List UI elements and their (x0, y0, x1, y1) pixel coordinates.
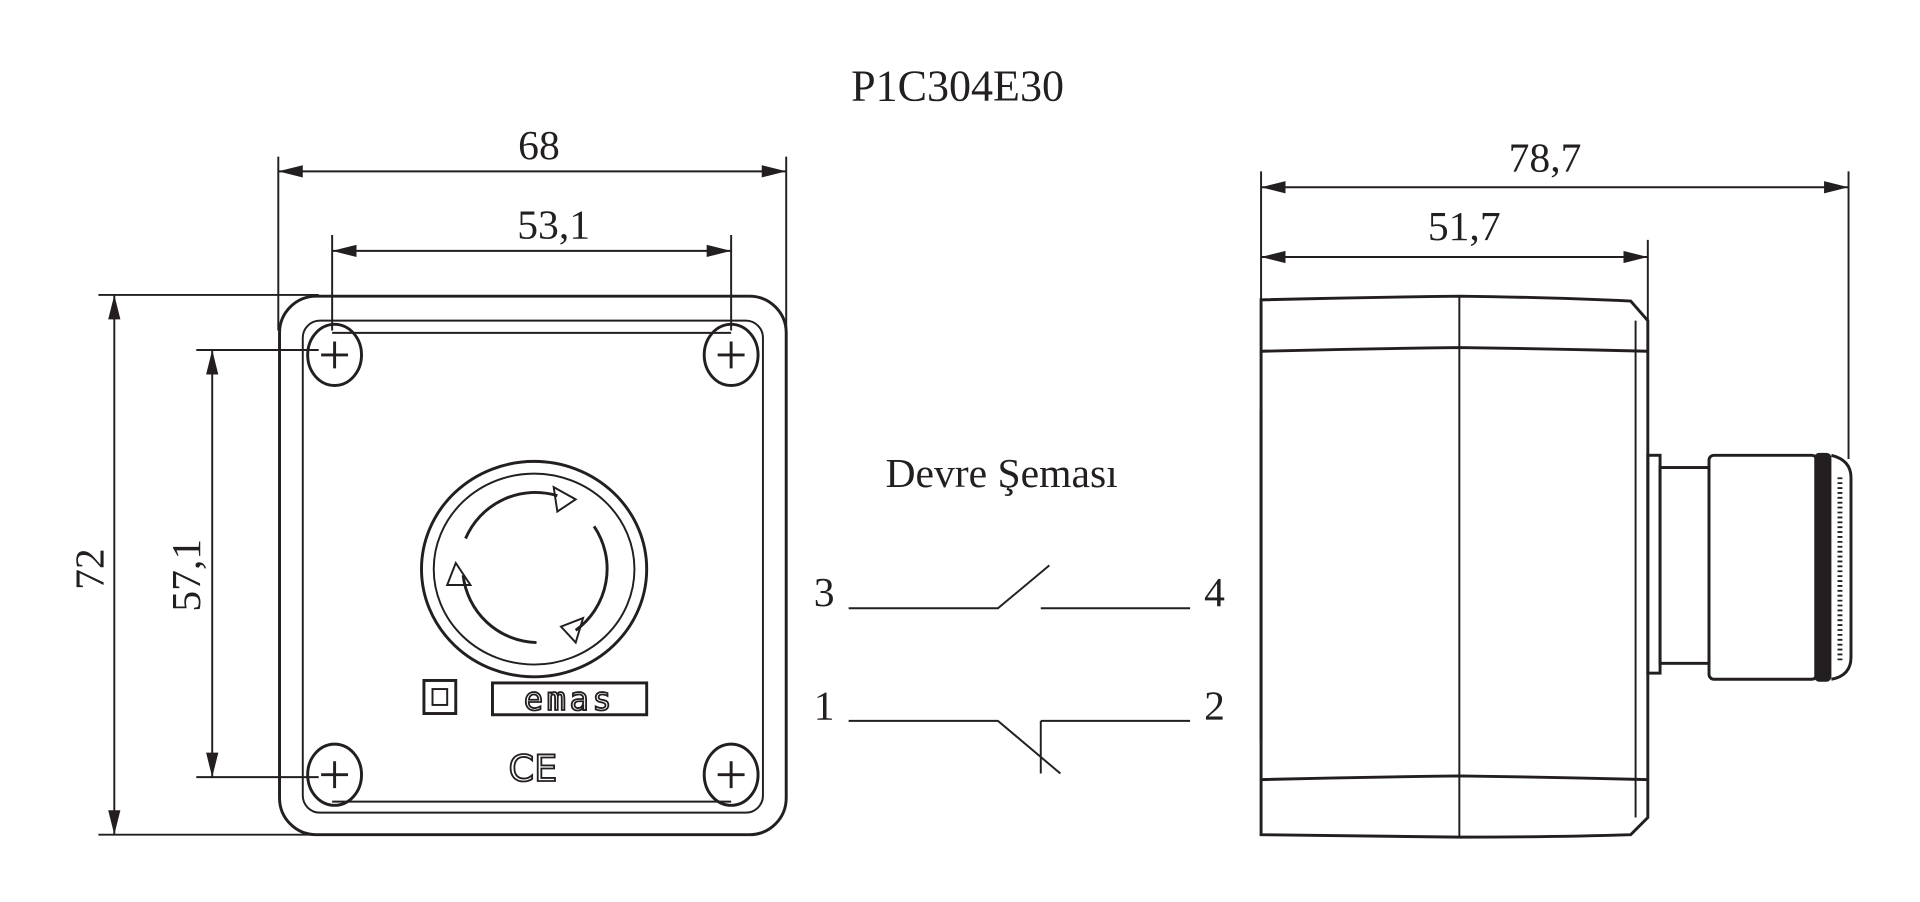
dim-height-outer: 72 (67, 548, 113, 590)
circuit-title: Devre Şeması (885, 451, 1117, 497)
dim-width-outer: 68 (518, 123, 560, 169)
dim-width-holes: 53,1 (517, 203, 590, 249)
pushbutton-side-icon (1646, 452, 1853, 682)
svg-text:emas: emas (524, 680, 615, 718)
drawing-title: P1C304E30 (851, 61, 1064, 110)
enclosure-side (1259, 294, 1650, 839)
terminal-1: 1 (814, 684, 835, 730)
front-view: 68 53,1 72 57,1 (67, 123, 788, 837)
side-view: 78,7 51,7 (1259, 135, 1853, 839)
emas-logo: emas (491, 679, 649, 719)
circuit-diagram: Devre Şeması 3 4 1 2 (814, 451, 1225, 775)
terminal-2: 2 (1204, 684, 1225, 730)
indicator-square-icon (422, 679, 458, 715)
enclosure-outline (278, 294, 788, 837)
normally-open-contact (848, 564, 1191, 610)
dim-depth-total: 78,7 (1509, 135, 1582, 181)
dim-depth-body: 51,7 (1428, 204, 1501, 250)
emergency-stop-button-icon (420, 459, 649, 679)
dim-height-holes: 57,1 (164, 539, 210, 612)
screw-icon (306, 322, 760, 807)
terminal-3: 3 (814, 570, 835, 616)
ce-mark: CE (508, 747, 557, 790)
terminal-4: 4 (1204, 570, 1225, 616)
normally-closed-contact (848, 719, 1191, 775)
